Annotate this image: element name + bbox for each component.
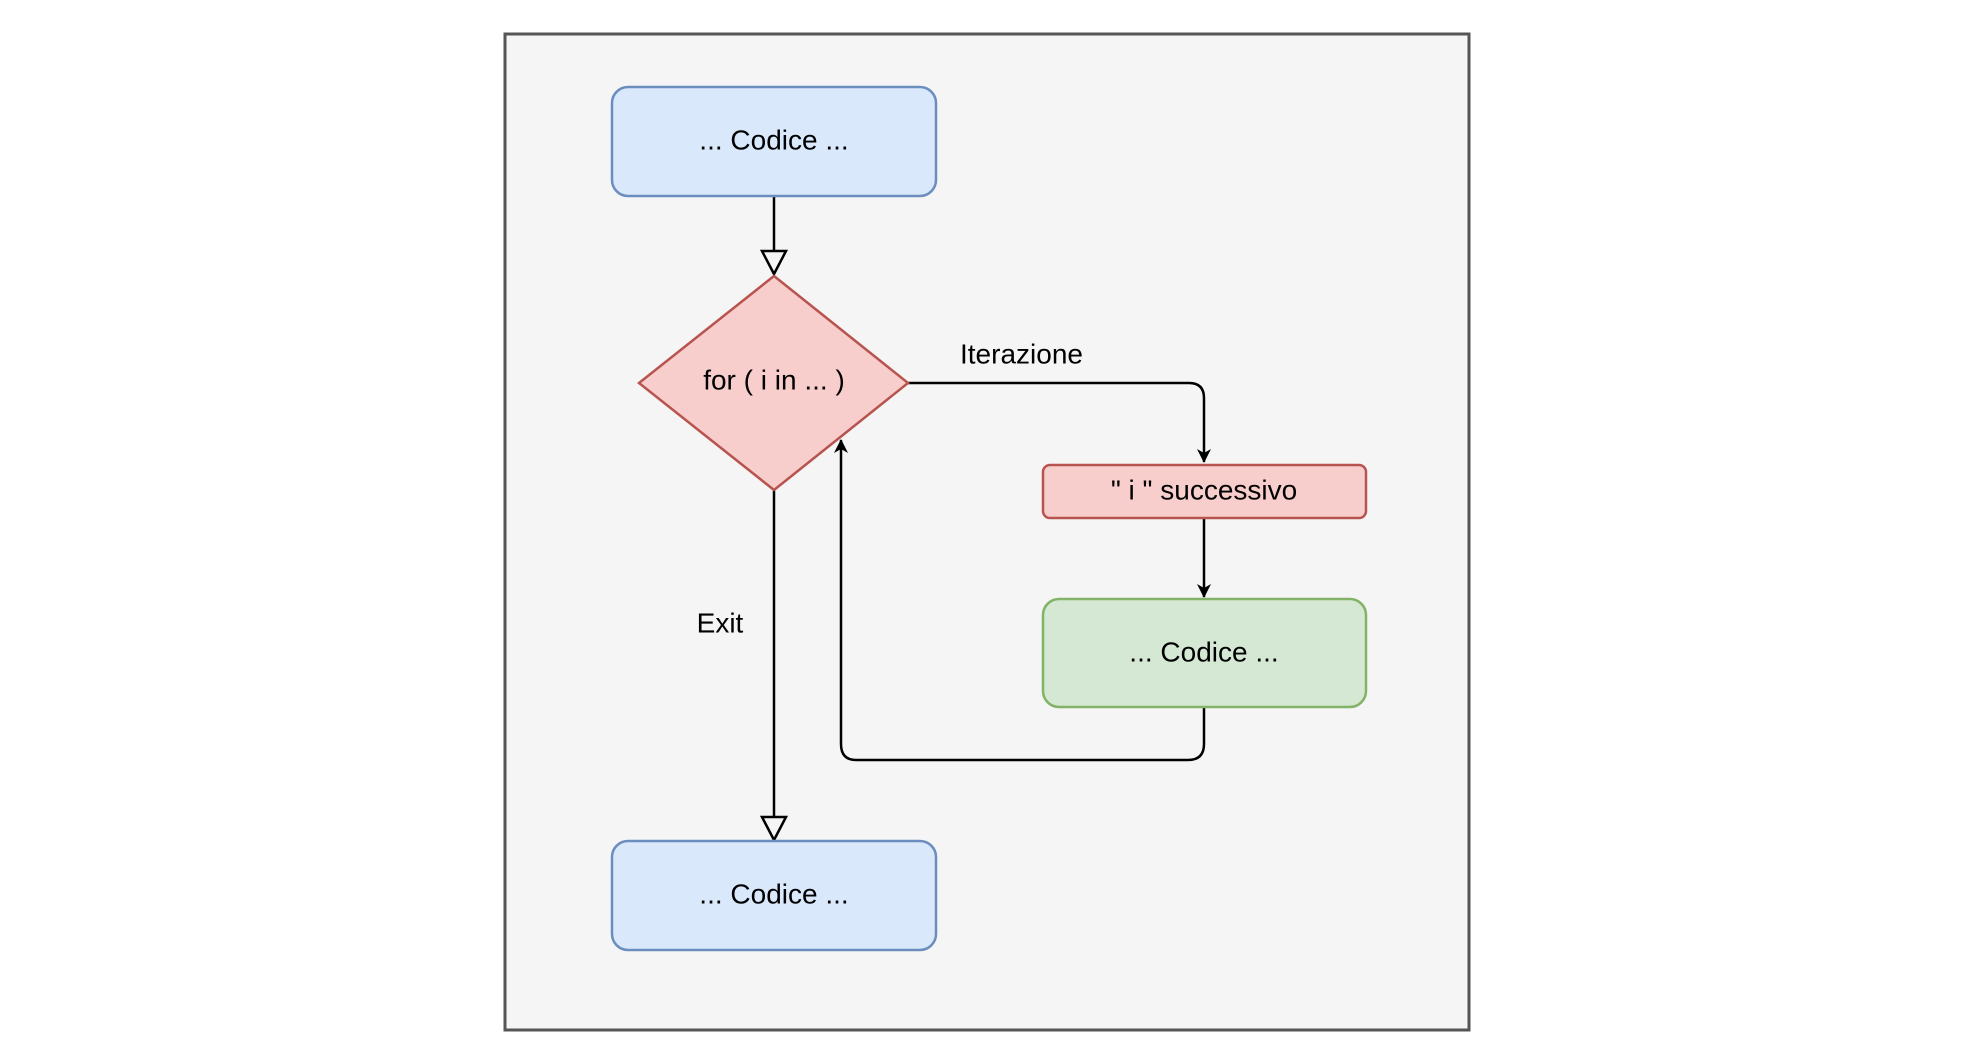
edge-body-to-for (834, 439, 1206, 762)
node-loop-body-label: ... Codice ... (1129, 636, 1278, 667)
node-start-code[interactable]: ... Codice ... (610, 85, 938, 198)
node-for-loop[interactable]: for ( i in ... ) (636, 274, 911, 492)
node-start-code-label: ... Codice ... (699, 124, 848, 155)
node-end-code-label: ... Codice ... (699, 878, 848, 909)
open-triangle-arrowhead (759, 249, 789, 277)
open-triangle-arrowhead (759, 815, 789, 843)
node-for-loop-label: for ( i in ... ) (703, 364, 845, 395)
edge-label-iterazione: Iterazione (960, 338, 1083, 369)
edge-iterazione (908, 381, 1211, 463)
node-next-i-label: " i " successivo (1111, 474, 1297, 505)
edge-exit (759, 490, 789, 843)
node-loop-body[interactable]: ... Codice ... (1041, 597, 1368, 709)
edge-label-exit: Exit (697, 607, 744, 638)
node-next-i[interactable]: " i " successivo (1041, 463, 1368, 520)
edge-start-to-for (759, 196, 789, 277)
node-end-code[interactable]: ... Codice ... (610, 839, 938, 952)
